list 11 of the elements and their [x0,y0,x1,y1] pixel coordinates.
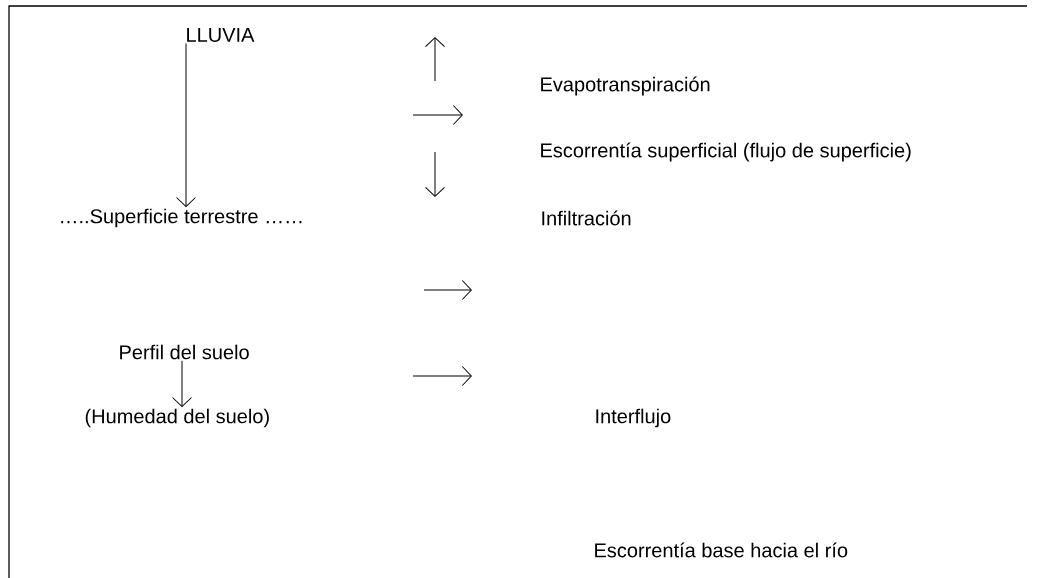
text-label: (Humedad del suelo) [85,408,269,428]
text-label: …..Superficie terrestre …… [61,208,302,228]
text-label: LLUVIA [187,28,255,42]
text-label: Infiltración [542,210,631,226]
text-label: Evapotranspiración [541,76,710,96]
text-label: Escorrentía superficial (flujo de superficie) [541,142,911,162]
text-label: Perfil del suelo [120,344,249,360]
arrow [172,360,192,407]
arrow [176,43,196,207]
text-label: Interflujo [596,408,671,428]
text-label: Escorrentía base hacia el río [595,542,848,558]
